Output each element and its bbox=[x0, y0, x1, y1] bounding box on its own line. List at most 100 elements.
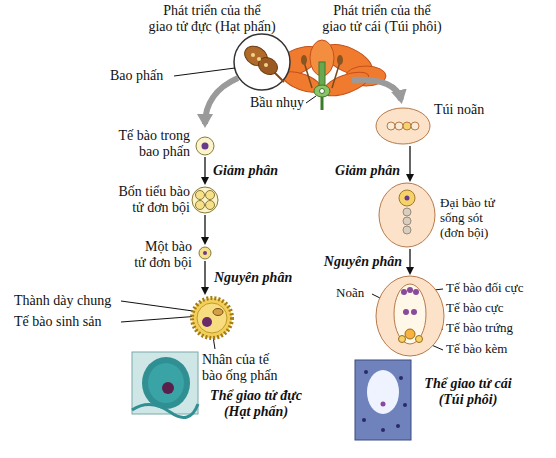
part-label: Bốn tiểu bào tử đơn bội bbox=[118, 184, 190, 216]
embryo-sac-micrograph-part bbox=[396, 424, 400, 428]
pollen-grain-part bbox=[197, 303, 227, 333]
microspore-cells-part bbox=[206, 191, 215, 200]
gray-arrow bbox=[205, 78, 401, 124]
part-label: Phát triển của thể giao tử cái (Túi phôi… bbox=[322, 3, 442, 35]
microspore-cells-part bbox=[196, 201, 205, 210]
process-label: Giảm phân bbox=[213, 163, 278, 179]
magnified-anther-part bbox=[255, 54, 280, 78]
magnified-anther bbox=[234, 34, 290, 90]
pollen-grain-part bbox=[213, 309, 223, 316]
ovule-embryo-sac-part bbox=[376, 276, 444, 356]
leader-line-part bbox=[174, 68, 235, 76]
flower-part bbox=[337, 55, 343, 65]
embryo-sac-micrograph-part bbox=[399, 376, 403, 380]
flower-part bbox=[320, 67, 371, 100]
embryo-sac-micrograph bbox=[355, 360, 411, 440]
process-label: Nguyên phân bbox=[214, 270, 292, 286]
pollen-micrograph bbox=[132, 352, 198, 417]
part-label: Tế bào trong bao phấn bbox=[118, 128, 190, 160]
microspore-cells-part bbox=[192, 187, 218, 213]
ovule-megaspore-part bbox=[403, 226, 411, 234]
magnified-anther-part bbox=[234, 34, 290, 90]
ovule-megaspore bbox=[379, 183, 435, 247]
ovule-embryo-sac-part bbox=[416, 336, 423, 343]
flower-part bbox=[319, 62, 325, 86]
part-label: Phát triển của thể giao tử đực (Hạt phấn… bbox=[148, 3, 275, 35]
flower-part bbox=[320, 89, 325, 94]
process-label: Giảm phân bbox=[335, 163, 400, 179]
part-label: Noãn bbox=[336, 286, 364, 301]
microspore-cells-part bbox=[206, 201, 215, 210]
ovule-sporangium-part bbox=[403, 122, 411, 130]
pollen-micrograph-part bbox=[162, 382, 174, 394]
flower-part bbox=[321, 97, 324, 110]
stage-arrow-part bbox=[204, 215, 205, 243]
part-label: Tế bào kèm bbox=[446, 342, 507, 357]
stage-arrow-part bbox=[204, 261, 205, 293]
magnified-anther-part bbox=[241, 42, 271, 70]
embryo-sac-micrograph-part bbox=[367, 370, 399, 414]
part-label: Bao phấn bbox=[110, 68, 163, 84]
ovule-megaspore-part bbox=[403, 208, 411, 216]
flower-part bbox=[301, 55, 307, 65]
pollen-grain bbox=[192, 298, 232, 338]
part-label: Tế bào cực bbox=[446, 301, 504, 316]
ovule-embryo-sac-part bbox=[394, 284, 426, 344]
pollen-micrograph-part bbox=[142, 357, 190, 409]
ovule-embryo-sac-part bbox=[413, 289, 419, 295]
stage-arrow-part bbox=[409, 249, 410, 273]
ovule-embryo-sac bbox=[376, 276, 444, 356]
part-label: Bầu nhụy bbox=[250, 95, 304, 111]
gray-arrow-part bbox=[205, 78, 238, 124]
embryo-sac-micrograph-part bbox=[364, 370, 368, 374]
ovule-megaspore-part bbox=[399, 190, 415, 206]
microspore-cells bbox=[192, 137, 218, 259]
gray-arrow-part bbox=[352, 80, 401, 100]
ovule-megaspore-part bbox=[405, 196, 410, 201]
microspore-cells-part bbox=[196, 191, 205, 200]
pollen-micrograph-part bbox=[148, 363, 184, 403]
ovule-embryo-sac-part bbox=[407, 287, 413, 293]
part-label: Một bào tử đơn bội bbox=[134, 239, 192, 271]
embryo-sac-micrograph-part bbox=[362, 418, 366, 422]
process-label: Thể giao tử cái (Túi phôi) bbox=[424, 376, 511, 408]
part-label: Thành dày chung bbox=[14, 293, 111, 309]
leader-line-part bbox=[306, 96, 316, 103]
part-label: Tế bào đối cực bbox=[446, 281, 523, 296]
embryo-sac-micrograph-part bbox=[355, 360, 411, 440]
microspore-cells-part bbox=[196, 137, 214, 155]
flower-part bbox=[332, 62, 340, 88]
part-label: Tế bào trứng bbox=[446, 321, 513, 336]
part-label: Tế bào sinh sản bbox=[14, 314, 101, 330]
ovule-megaspore-part bbox=[379, 183, 435, 247]
part-label: Đại bào tử sống sót (đơn bội) bbox=[440, 196, 495, 241]
ovule-embryo-sac-part bbox=[405, 329, 415, 339]
pollen-grain-part bbox=[192, 298, 232, 338]
flower-part bbox=[304, 62, 312, 88]
ovule-embryo-sac-part bbox=[403, 309, 409, 315]
process-label: Nguyên phân bbox=[324, 254, 402, 270]
magnified-anther-part bbox=[257, 57, 261, 61]
part-label: Nhân của tế bào ống phấn bbox=[202, 352, 277, 384]
ovule-sporangium-part bbox=[387, 122, 395, 130]
flower-part bbox=[314, 85, 330, 97]
stage-arrow-part bbox=[409, 146, 410, 180]
microspore-cells-part bbox=[202, 143, 209, 150]
ovule-sporangium bbox=[376, 108, 430, 144]
pollen-grain-part bbox=[202, 317, 212, 327]
microspore-cells-part bbox=[203, 251, 207, 255]
embryo-sac-micrograph-part bbox=[381, 428, 385, 432]
ovule-embryo-sac-part bbox=[411, 309, 417, 315]
ovule-sporangium-part bbox=[376, 108, 430, 144]
stage-arrow-part bbox=[204, 157, 205, 183]
part-label: Túi noãn bbox=[434, 102, 484, 118]
embryo-sac-micrograph-part bbox=[403, 403, 407, 407]
ovule-embryo-sac-part bbox=[399, 336, 406, 343]
embryo-sac-micrograph-part bbox=[381, 402, 386, 407]
magnified-anther-part bbox=[251, 53, 255, 57]
pollen-micrograph-part bbox=[132, 404, 198, 417]
ovule-sporangium-part bbox=[411, 122, 419, 130]
ovule-embryo-sac-part bbox=[401, 289, 407, 295]
process-label: Thể giao tử đực (Hạt phấn) bbox=[210, 388, 302, 420]
ovule-sporangium-part bbox=[395, 122, 403, 130]
